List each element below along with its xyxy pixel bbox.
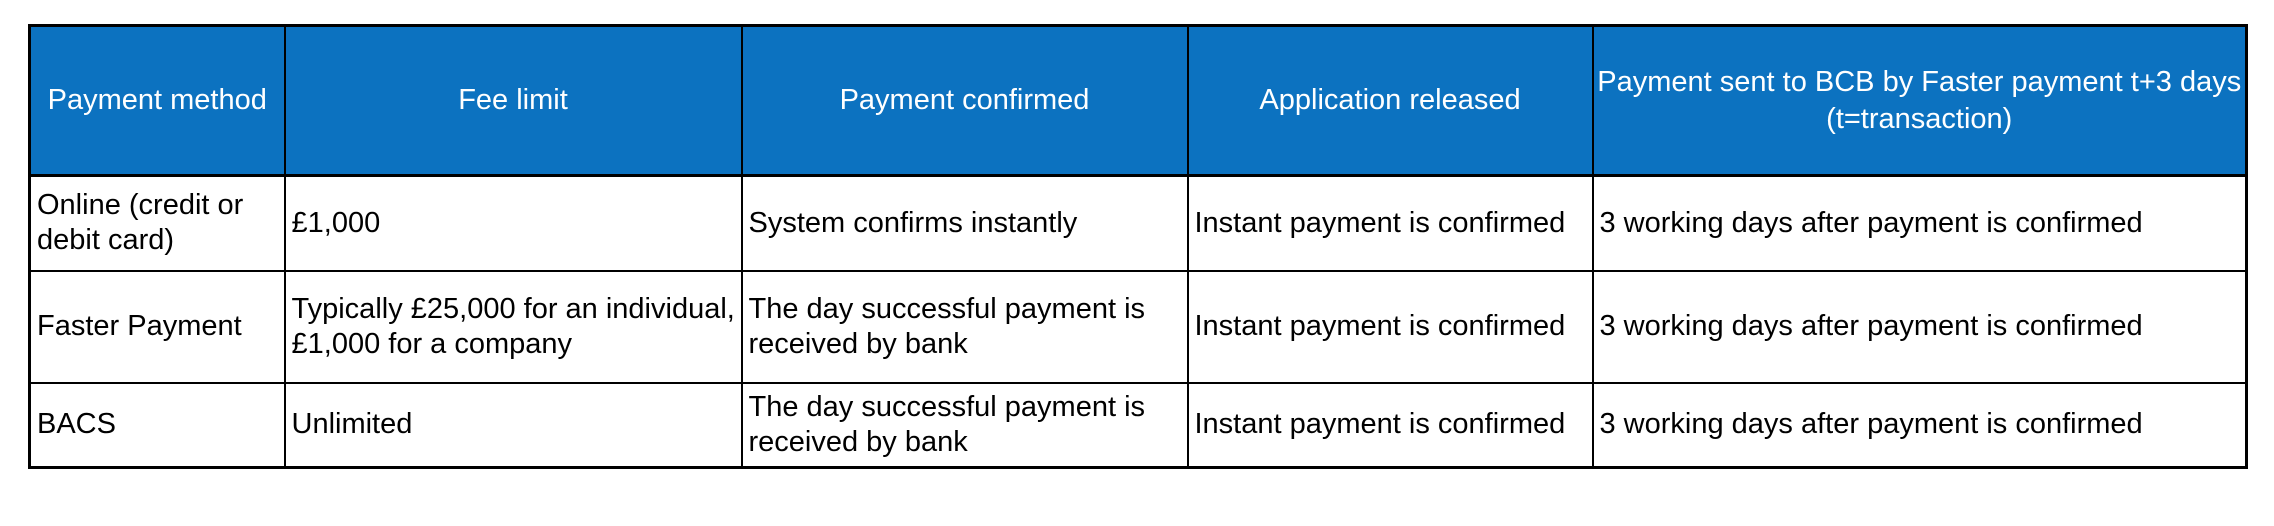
table-row-online: Online (credit or debit card) £1,000 Sys… bbox=[28, 174, 2248, 272]
table-header-row: Payment method Fee limit Payment confirm… bbox=[28, 24, 2248, 177]
table-row-faster-payment: Faster Payment Typically £25,000 for an … bbox=[28, 269, 2248, 384]
cell-payment-confirmed: The day successful payment is received b… bbox=[740, 269, 1189, 384]
payment-methods-table: Payment method Fee limit Payment confirm… bbox=[28, 24, 2248, 469]
cell-payment-method: Online (credit or debit card) bbox=[28, 174, 286, 272]
cell-application-released: Instant payment is confirmed bbox=[1186, 269, 1594, 384]
column-header-payment-method: Payment method bbox=[28, 24, 286, 177]
cell-fee-limit: Unlimited bbox=[283, 381, 743, 469]
cell-application-released: Instant payment is confirmed bbox=[1186, 381, 1594, 469]
cell-payment-method: Faster Payment bbox=[28, 269, 286, 384]
cell-payment-method: BACS bbox=[28, 381, 286, 469]
cell-payment-sent-to-bcb: 3 working days after payment is confirme… bbox=[1591, 269, 2248, 384]
column-header-payment-confirmed: Payment confirmed bbox=[740, 24, 1189, 177]
table-row-bacs: BACS Unlimited The day successful paymen… bbox=[28, 381, 2248, 469]
cell-payment-sent-to-bcb: 3 working days after payment is confirme… bbox=[1591, 174, 2248, 272]
cell-payment-confirmed: The day successful payment is received b… bbox=[740, 381, 1189, 469]
cell-fee-limit: Typically £25,000 for an individual, £1,… bbox=[283, 269, 743, 384]
column-header-application-released: Application released bbox=[1186, 24, 1594, 177]
cell-fee-limit: £1,000 bbox=[283, 174, 743, 272]
column-header-fee-limit: Fee limit bbox=[283, 24, 743, 177]
column-header-payment-sent-to-bcb: Payment sent to BCB by Faster payment t+… bbox=[1591, 24, 2248, 177]
cell-application-released: Instant payment is confirmed bbox=[1186, 174, 1594, 272]
cell-payment-confirmed: System confirms instantly bbox=[740, 174, 1189, 272]
cell-payment-sent-to-bcb: 3 working days after payment is confirme… bbox=[1591, 381, 2248, 469]
